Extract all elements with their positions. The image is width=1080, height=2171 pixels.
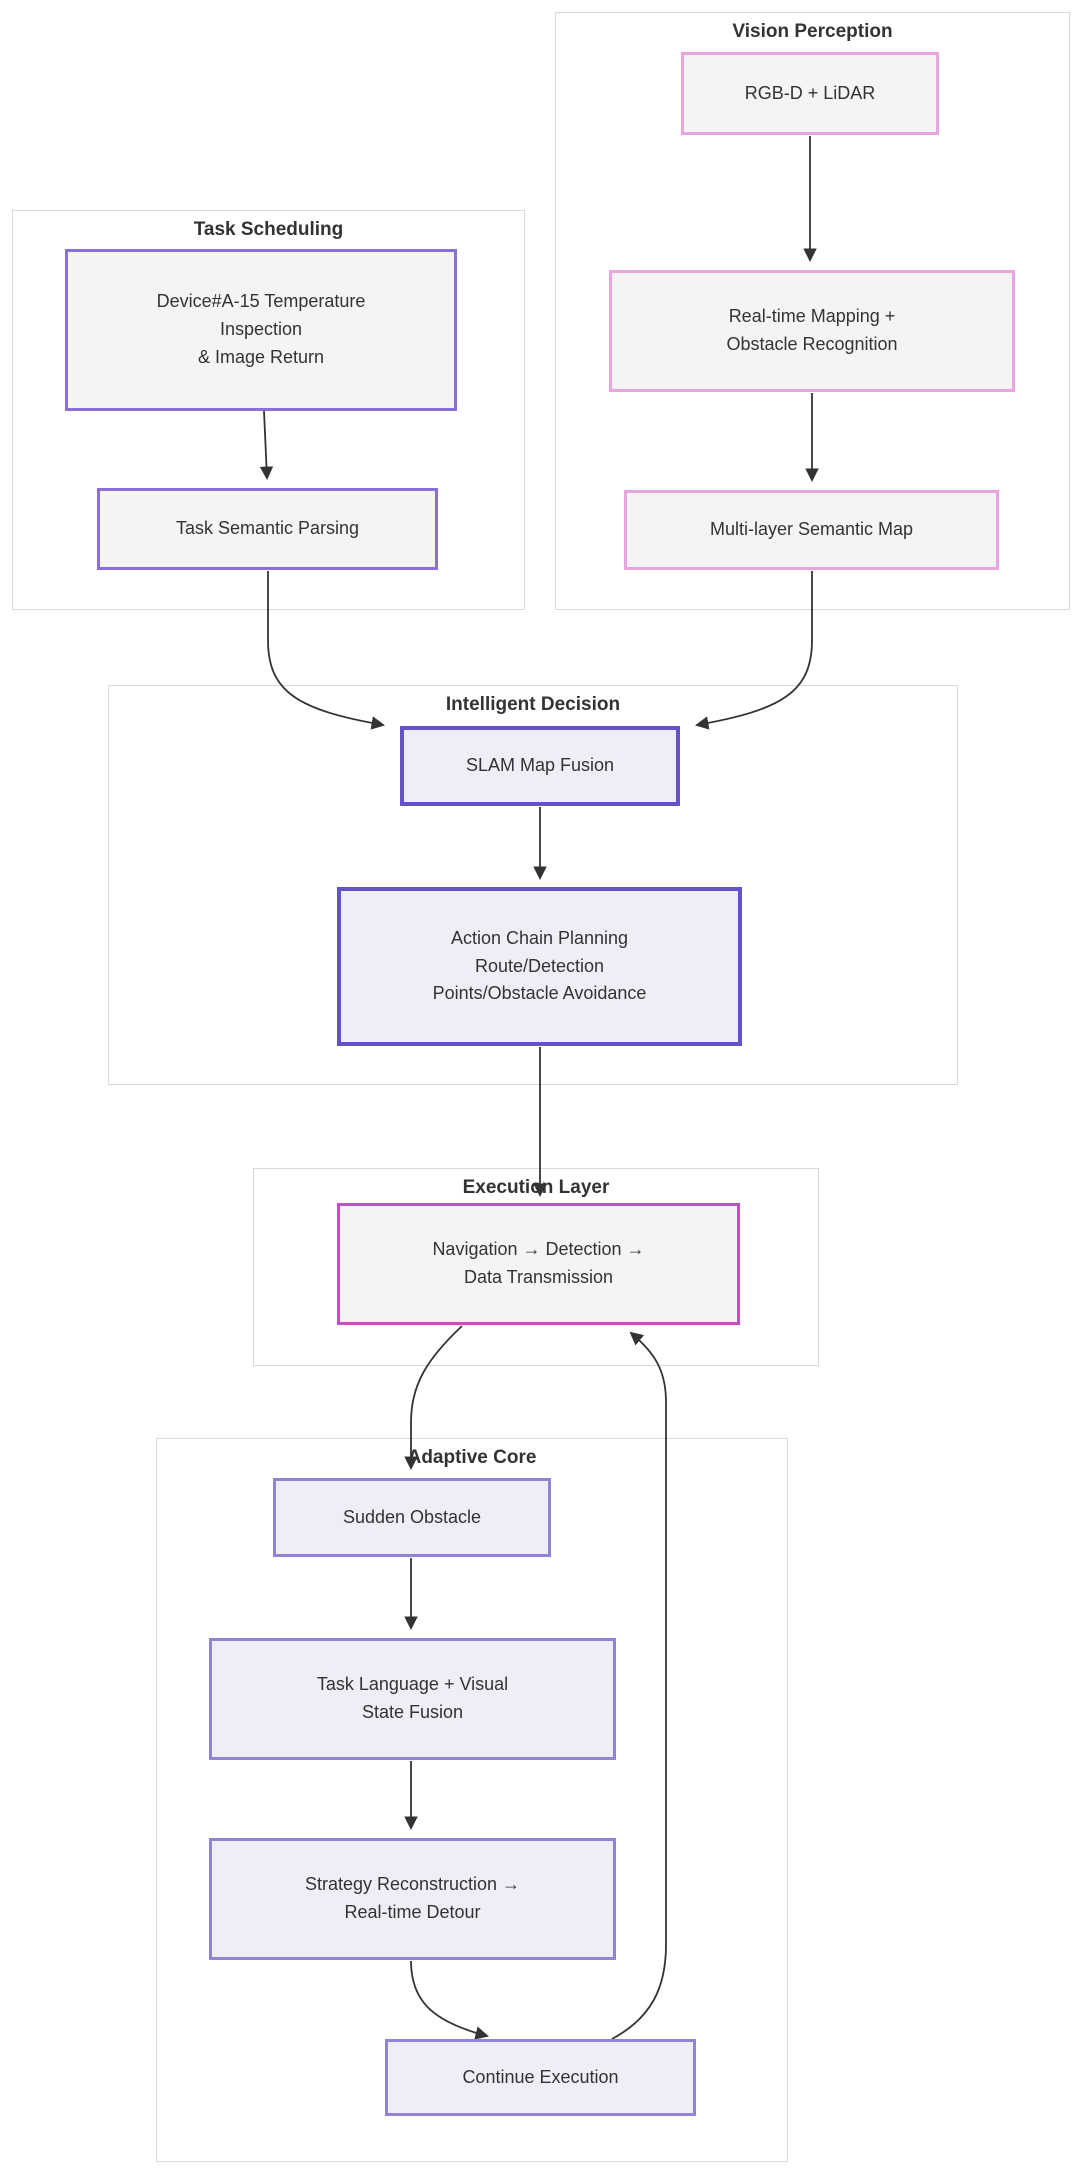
node-action-chain-planning: Action Chain Planning Route/Detection Po… <box>337 887 742 1046</box>
node-task-semantic-parsing: Task Semantic Parsing <box>97 488 438 570</box>
subgraph-adaptive-core-title: Adaptive Core <box>407 1447 537 1468</box>
subgraph-execution-layer-title: Execution Layer <box>462 1177 610 1198</box>
node-device-task: Device#A-15 Temperature Inspection & Ima… <box>65 249 457 411</box>
node-sudden-obstacle: Sudden Obstacle <box>273 1478 551 1557</box>
node-multilayer-semantic-map: Multi-layer Semantic Map <box>624 490 999 570</box>
node-realtime-mapping: Real-time Mapping + Obstacle Recognition <box>609 270 1015 392</box>
node-continue-execution: Continue Execution <box>385 2039 696 2116</box>
node-strategy-reconstruction: Strategy Reconstruction → Real-time Deto… <box>209 1838 616 1960</box>
subgraph-vision-perception-title: Vision Perception <box>732 21 893 42</box>
node-navigation-detection-transmission: Navigation → Detection → Data Transmissi… <box>337 1203 740 1325</box>
node-task-language-visual-fusion: Task Language + Visual State Fusion <box>209 1638 616 1760</box>
node-rgbd-lidar: RGB-D + LiDAR <box>681 52 939 135</box>
node-slam-map-fusion: SLAM Map Fusion <box>400 726 680 806</box>
subgraph-intelligent-decision-title: Intelligent Decision <box>445 694 621 715</box>
subgraph-task-scheduling-title: Task Scheduling <box>193 219 344 240</box>
